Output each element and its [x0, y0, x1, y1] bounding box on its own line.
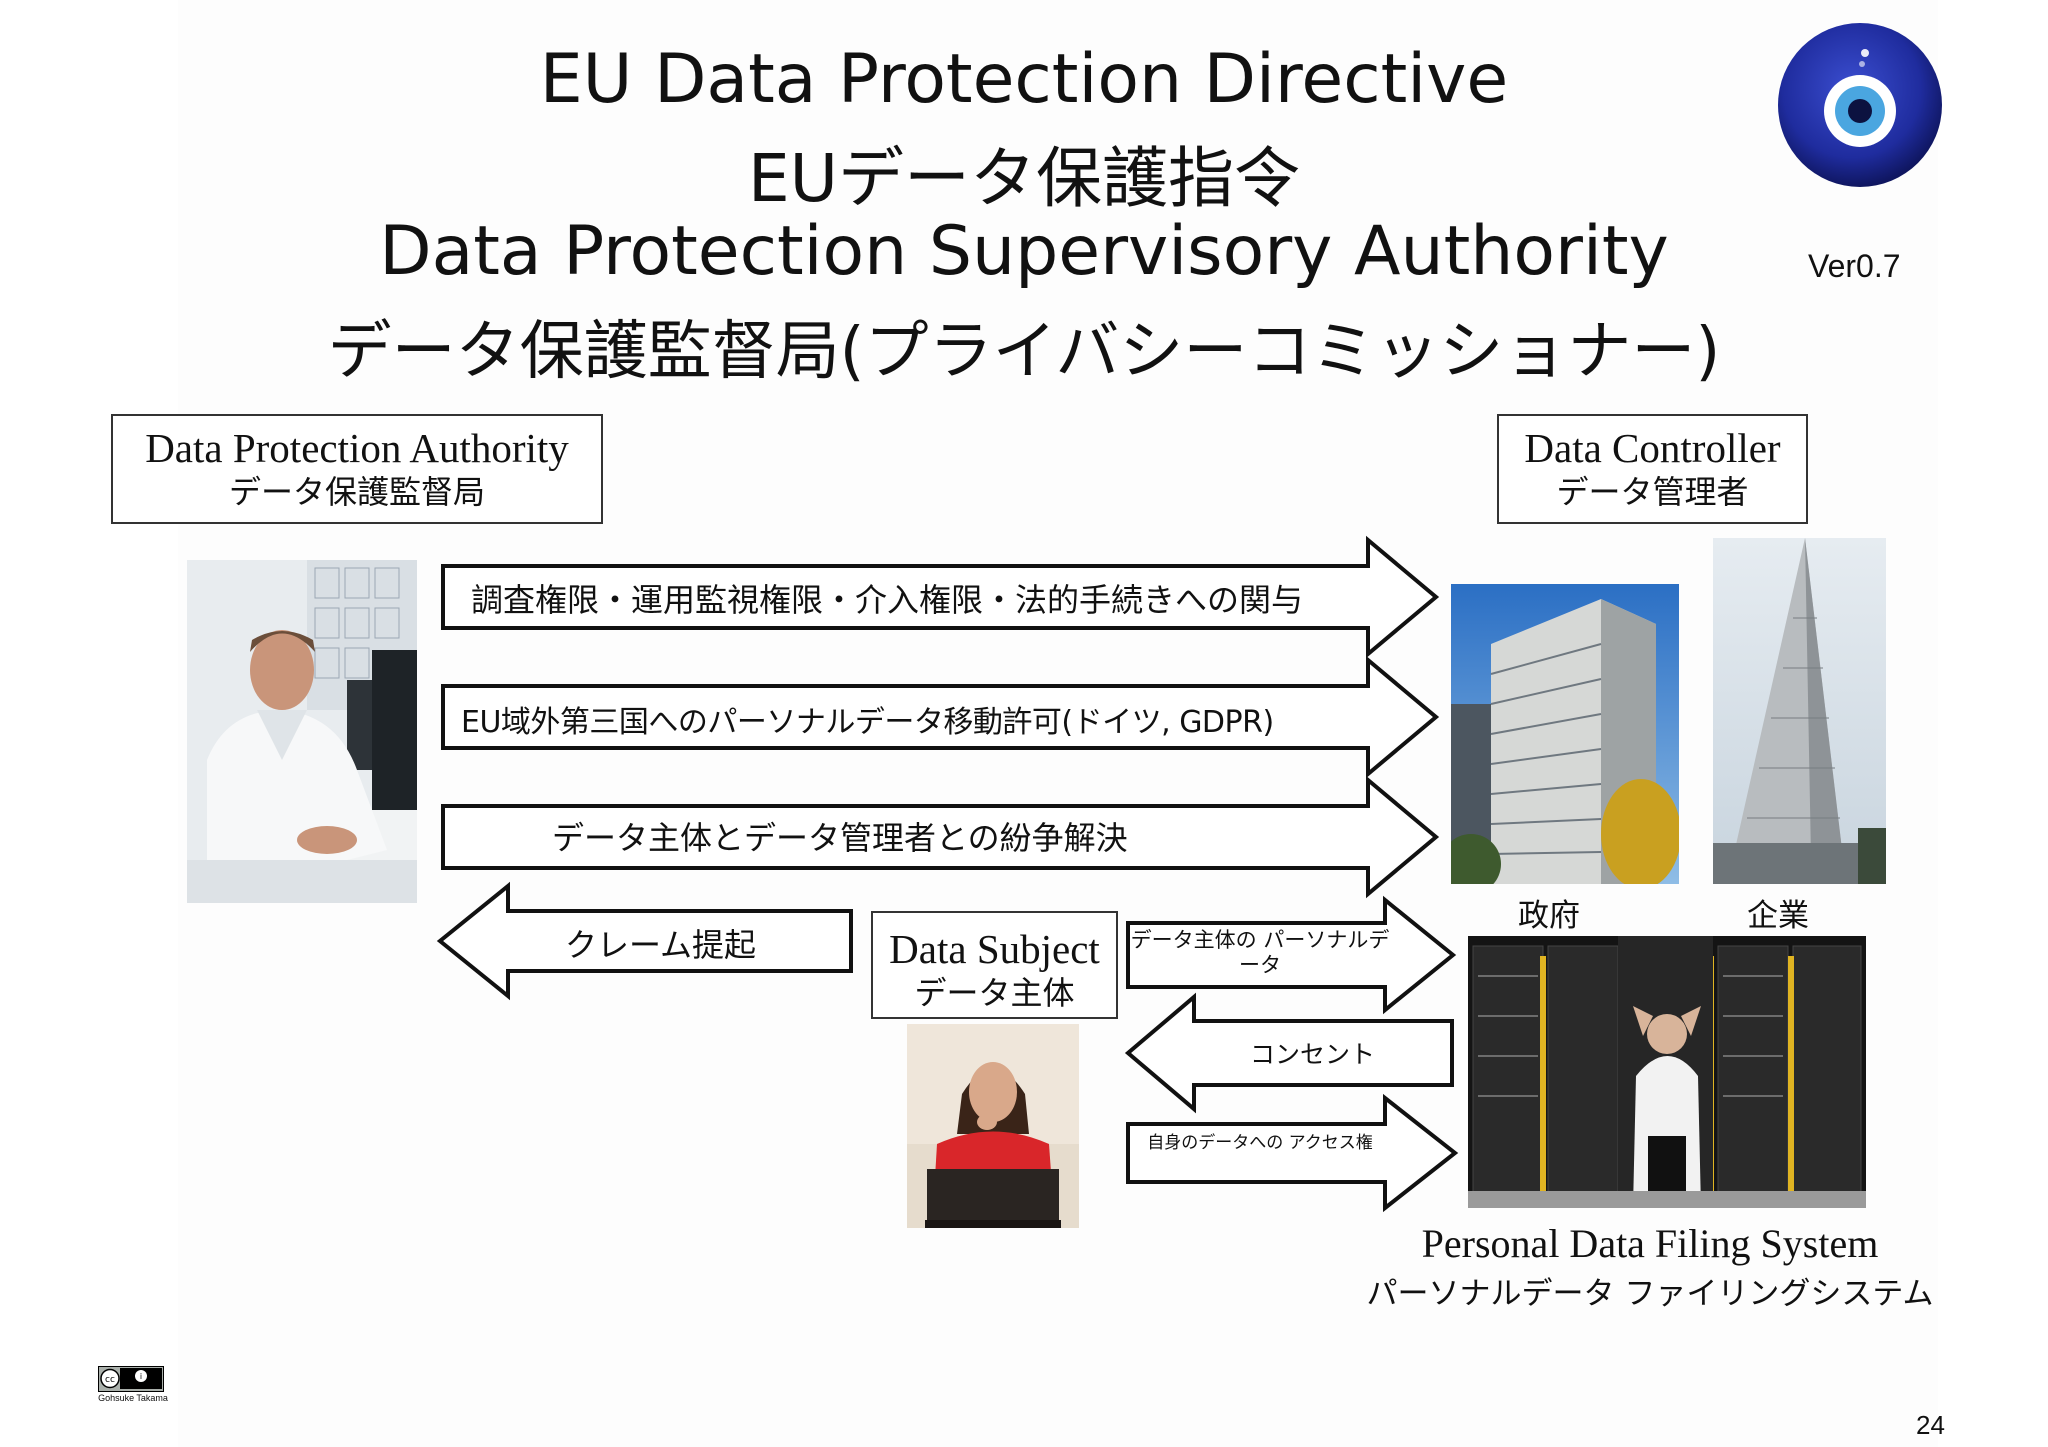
filing-system-title: Personal Data Filing System [1340, 1220, 1960, 1267]
arrow-access [1128, 1098, 1455, 1208]
arrow-label-access: 自身のデータへの アクセス権 [1125, 1133, 1395, 1153]
government-building-photo [1451, 584, 1679, 884]
company-building-photo [1713, 538, 1886, 884]
arrow-label-consent: コンセント [1250, 1035, 1375, 1071]
arrow-label-investigation: 調査権限・運用監視権限・介入権限・法的手続きへの関与 [471, 575, 1303, 621]
cc-by-icon: cc i [98, 1366, 164, 1392]
arrow-label-dispute: データ主体とデータ管理者との紛争解決 [552, 813, 1128, 859]
dpa-officer-photo [187, 560, 417, 903]
license-author: Gohsuke Takama [88, 1393, 178, 1403]
svg-text:i: i [140, 1372, 142, 1381]
svg-text:cc: cc [105, 1375, 115, 1385]
page-number: 24 [1916, 1410, 1945, 1441]
company-caption: 企業 [1747, 890, 1809, 935]
arrow-label-transfer: EU域外第三国へのパーソナルデータ移動許可(ドイツ, GDPR) [461, 697, 1274, 741]
arrow-label-subject-data: データ主体の パーソナルデータ [1125, 928, 1395, 978]
arrow-label-claim: クレーム提起 [565, 920, 756, 966]
server-room-photo [1468, 936, 1866, 1208]
filing-system-subtitle: パーソナルデータ ファイリングシステム [1330, 1268, 1970, 1313]
government-caption: 政府 [1518, 890, 1580, 935]
data-subject-photo [907, 1024, 1079, 1228]
